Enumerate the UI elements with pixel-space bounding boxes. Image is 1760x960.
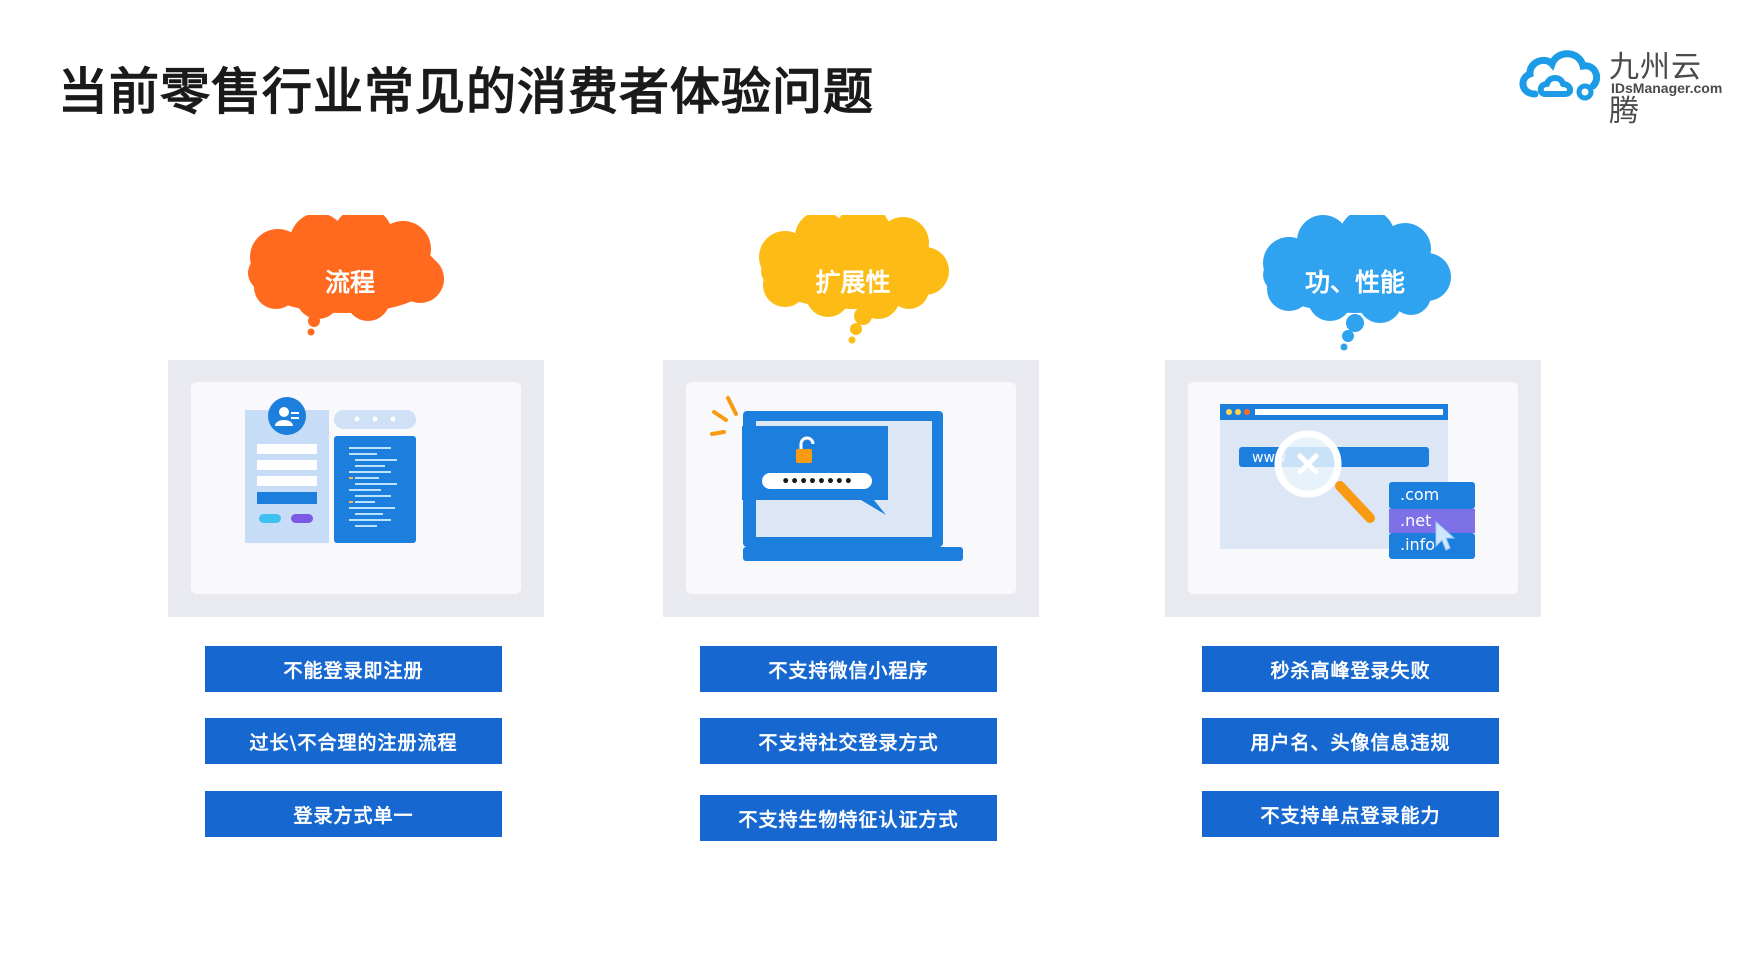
domain-com: .com [1400, 485, 1439, 504]
thought-cloud-icon [1263, 215, 1451, 351]
domain-net: .net [1400, 511, 1431, 530]
issue-item: 秒杀高峰登录失败 [1202, 646, 1499, 692]
thought-cloud: 功、性能 [1165, 215, 1545, 385]
brand-name-cn: 九州云腾 [1609, 50, 1702, 129]
registration-form-icon [245, 397, 416, 543]
issue-item: 不支持微信小程序 [700, 646, 997, 692]
issue-item: 不支持生物特征认证方式 [700, 795, 997, 841]
issue-item: 用户名、头像信息违规 [1202, 718, 1499, 764]
illustration-panel: •••••••• [663, 360, 1039, 617]
issue-item: 登录方式单一 [205, 791, 502, 837]
thought-cloud: 扩展性 [663, 215, 1043, 385]
domain-search-icon: www .com .net .info [1220, 404, 1475, 559]
illustration-panel [168, 360, 544, 617]
password-mask: •••••••• [781, 474, 853, 490]
brand-logo: 九州云腾 IDsManager.com [1515, 38, 1730, 129]
brand-name-en: IDsManager.com [1611, 80, 1723, 96]
domain-info: .info [1400, 535, 1435, 554]
issue-item: 过长\不合理的注册流程 [205, 718, 502, 764]
page-title: 当前零售行业常见的消费者体验问题 [58, 63, 874, 121]
thought-cloud: 流程 [168, 215, 548, 385]
cloud-logo-icon [1519, 50, 1601, 101]
column-heading: 扩展性 [815, 268, 891, 297]
issue-item: 不能登录即注册 [205, 646, 502, 692]
issue-column-process: 流程 [168, 215, 548, 855]
column-heading: 流程 [324, 268, 375, 297]
issue-column-performance: 功、性能 www .com .net .info [1165, 215, 1545, 855]
thought-cloud-icon [248, 215, 444, 336]
illustration-panel: www .com .net .info [1165, 360, 1541, 617]
issue-column-extensibility: 扩展性 •••••••• 不支持微信小程序 不支持社交登录方式 不支持生物特征 [663, 215, 1043, 855]
thought-cloud-icon [759, 215, 949, 344]
column-heading: 功、性能 [1304, 268, 1405, 297]
issue-item: 不支持单点登录能力 [1202, 791, 1499, 837]
issue-item: 不支持社交登录方式 [700, 718, 997, 764]
laptop-password-icon: •••••••• [710, 396, 963, 561]
